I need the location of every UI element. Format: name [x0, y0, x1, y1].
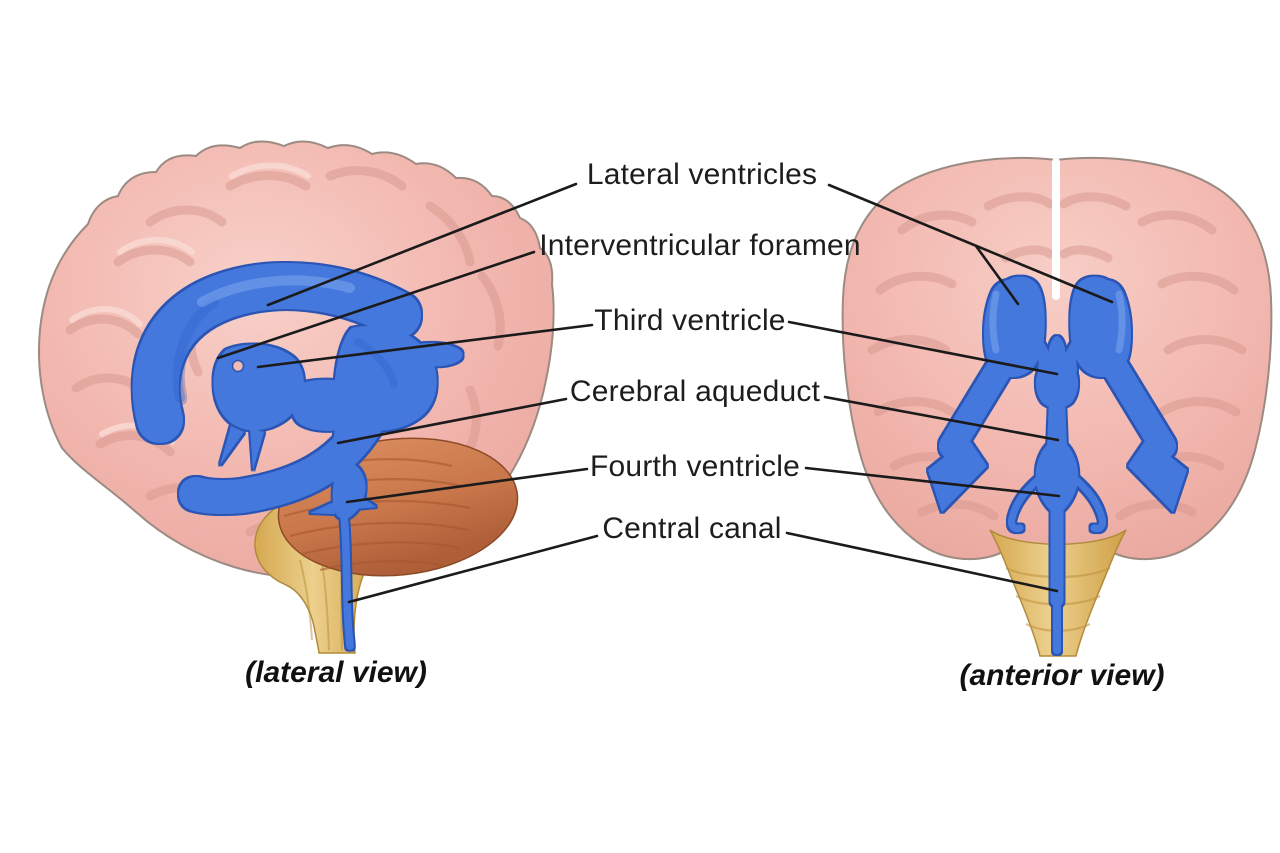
label-interventricular-foramen: Interventricular foramen — [539, 229, 861, 262]
anterior-ventricular-system — [928, 276, 1187, 654]
caption-lateral-view: (lateral view) — [245, 656, 427, 689]
third-ventricle-spike — [250, 428, 264, 470]
third-ventricle-knob — [1048, 336, 1066, 372]
caption-anterior-view: (anterior view) — [959, 659, 1165, 692]
ventricle-shading-lines — [989, 290, 1126, 354]
anterior-view-brain — [841, 157, 1273, 657]
third-ventricle-spike — [220, 426, 244, 465]
label-lateral-ventricles: Lateral ventricles — [586, 158, 818, 191]
posterior-horn-finger — [406, 342, 463, 367]
leader-third-ventricle-right — [787, 320, 1059, 376]
left-inferior-horn-foot — [928, 438, 987, 512]
leader-cerebral-aqueduct-right — [823, 395, 1060, 442]
ventricle-shading-lines — [172, 275, 398, 403]
cerebral-aqueduct-shape — [1047, 400, 1067, 450]
lateral-view-brain — [37, 140, 555, 654]
leader-interventricular-foramen-left — [216, 250, 536, 360]
third-ventricle-shape — [1035, 367, 1079, 408]
label-third-ventricle: Third ventricle — [594, 304, 786, 337]
interventricular-foramen-hole — [231, 359, 245, 373]
fourth-ventricle-lateral-recess — [1070, 474, 1106, 532]
left-inferior-horn-arm — [939, 351, 1015, 459]
label-cerebral-aqueduct: Cerebral aqueduct — [569, 375, 821, 408]
right-inferior-horn-arm — [1100, 351, 1176, 459]
leader-cerebral-aqueduct-left — [336, 397, 568, 445]
leader-fourth-ventricle-left — [345, 467, 589, 504]
label-central-canal: Central canal — [602, 512, 782, 545]
leader-central-canal-right — [785, 531, 1059, 593]
leader-lateral-ventricles-left — [266, 182, 578, 307]
cerebral-aqueduct-shape — [333, 419, 346, 473]
lateral-ventricular-system — [132, 263, 463, 650]
label-fourth-ventricle: Fourth ventricle — [590, 450, 800, 483]
fourth-ventricle-lateral-recess — [1008, 474, 1044, 532]
leader-lateral-ventricles-right — [827, 183, 1114, 304]
fourth-ventricle-spur — [310, 502, 335, 514]
central-canal-shape — [340, 512, 354, 650]
leader-lines — [216, 182, 1114, 604]
leader-fourth-ventricle-right — [804, 466, 1061, 498]
cerebellum-folia-lines — [283, 458, 471, 572]
right-inferior-horn-foot — [1128, 438, 1187, 512]
leader-third-ventricle-left — [256, 323, 594, 369]
leader-lateral-ventricles-right-branch — [974, 244, 1020, 306]
temporal-horn — [179, 407, 383, 515]
ventricle-body-band — [291, 379, 369, 431]
leader-central-canal-left — [347, 534, 599, 604]
